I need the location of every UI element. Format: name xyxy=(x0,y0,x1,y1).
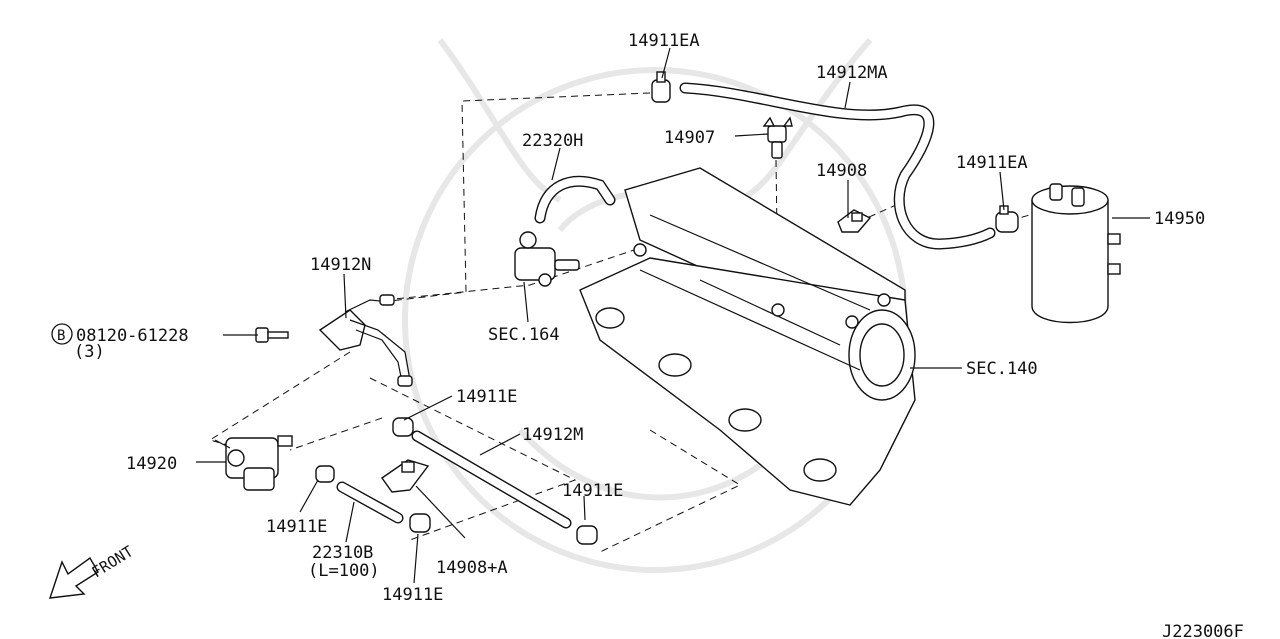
label-14920: 14920 xyxy=(126,454,177,474)
label-14911E-d: 14911E xyxy=(382,585,443,605)
throttle-valve-sec164-icon xyxy=(514,231,580,287)
clamp-14911E-c-icon xyxy=(576,525,598,545)
hose-22310B xyxy=(336,481,404,524)
label-14908: 14908 xyxy=(816,161,867,181)
label-14908A: 14908+A xyxy=(436,558,508,578)
label-14911E-b: 14911E xyxy=(266,517,327,537)
hose-22320H xyxy=(534,175,616,224)
bolt-symbol-letter: B xyxy=(57,328,65,344)
bolt-08120-61228-icon xyxy=(255,327,289,343)
label-22320H: 22320H xyxy=(522,131,583,151)
bolt-reference: B 08120-61228 (3) xyxy=(51,323,189,362)
label-diagram-id: J223006F xyxy=(1162,622,1244,639)
solenoid-valve-14920-icon xyxy=(214,435,293,491)
label-sec140: SEC.140 xyxy=(966,359,1038,379)
label-14911E-a: 14911E xyxy=(456,387,517,407)
label-bolt-code: 08120-61228 xyxy=(76,326,189,346)
clamp-14911EA-top-icon xyxy=(651,71,671,103)
label-14911EA-top: 14911EA xyxy=(628,31,700,51)
tube-bracket-14912N-icon xyxy=(318,294,413,387)
label-14907: 14907 xyxy=(664,128,715,148)
clamp-14911EA-right-icon xyxy=(995,205,1019,233)
clamp-14911E-a-icon xyxy=(392,417,414,437)
label-bolt-qty: (3) xyxy=(74,342,105,362)
intake-manifold-sec140-icon xyxy=(579,167,916,506)
label-22310B: 22310B xyxy=(312,543,373,563)
label-22310B-length: (L=100) xyxy=(308,561,380,581)
canister-14950-icon xyxy=(1031,183,1121,324)
clamp-14911E-b-icon xyxy=(315,465,335,483)
label-front: FRONT xyxy=(89,542,137,581)
label-14950: 14950 xyxy=(1154,209,1205,229)
hose-14912MA xyxy=(679,82,996,250)
label-14912N: 14912N xyxy=(310,255,371,275)
clip-14908-icon xyxy=(837,209,872,233)
label-sec164: SEC.164 xyxy=(488,325,560,345)
label-14912MA: 14912MA xyxy=(816,63,888,83)
front-arrow-icon xyxy=(48,556,99,599)
label-14911E-c: 14911E xyxy=(562,481,623,501)
bolt-symbol-circle-icon xyxy=(51,323,73,345)
dashed-guide-lines xyxy=(208,92,1041,553)
label-14911EA-right: 14911EA xyxy=(956,153,1028,173)
label-14912M: 14912M xyxy=(522,425,583,445)
clip-14908A-icon xyxy=(381,459,430,493)
hose-14912M xyxy=(411,430,572,529)
leader-lines xyxy=(196,47,1150,584)
clamp-14911E-d-icon xyxy=(409,513,431,533)
